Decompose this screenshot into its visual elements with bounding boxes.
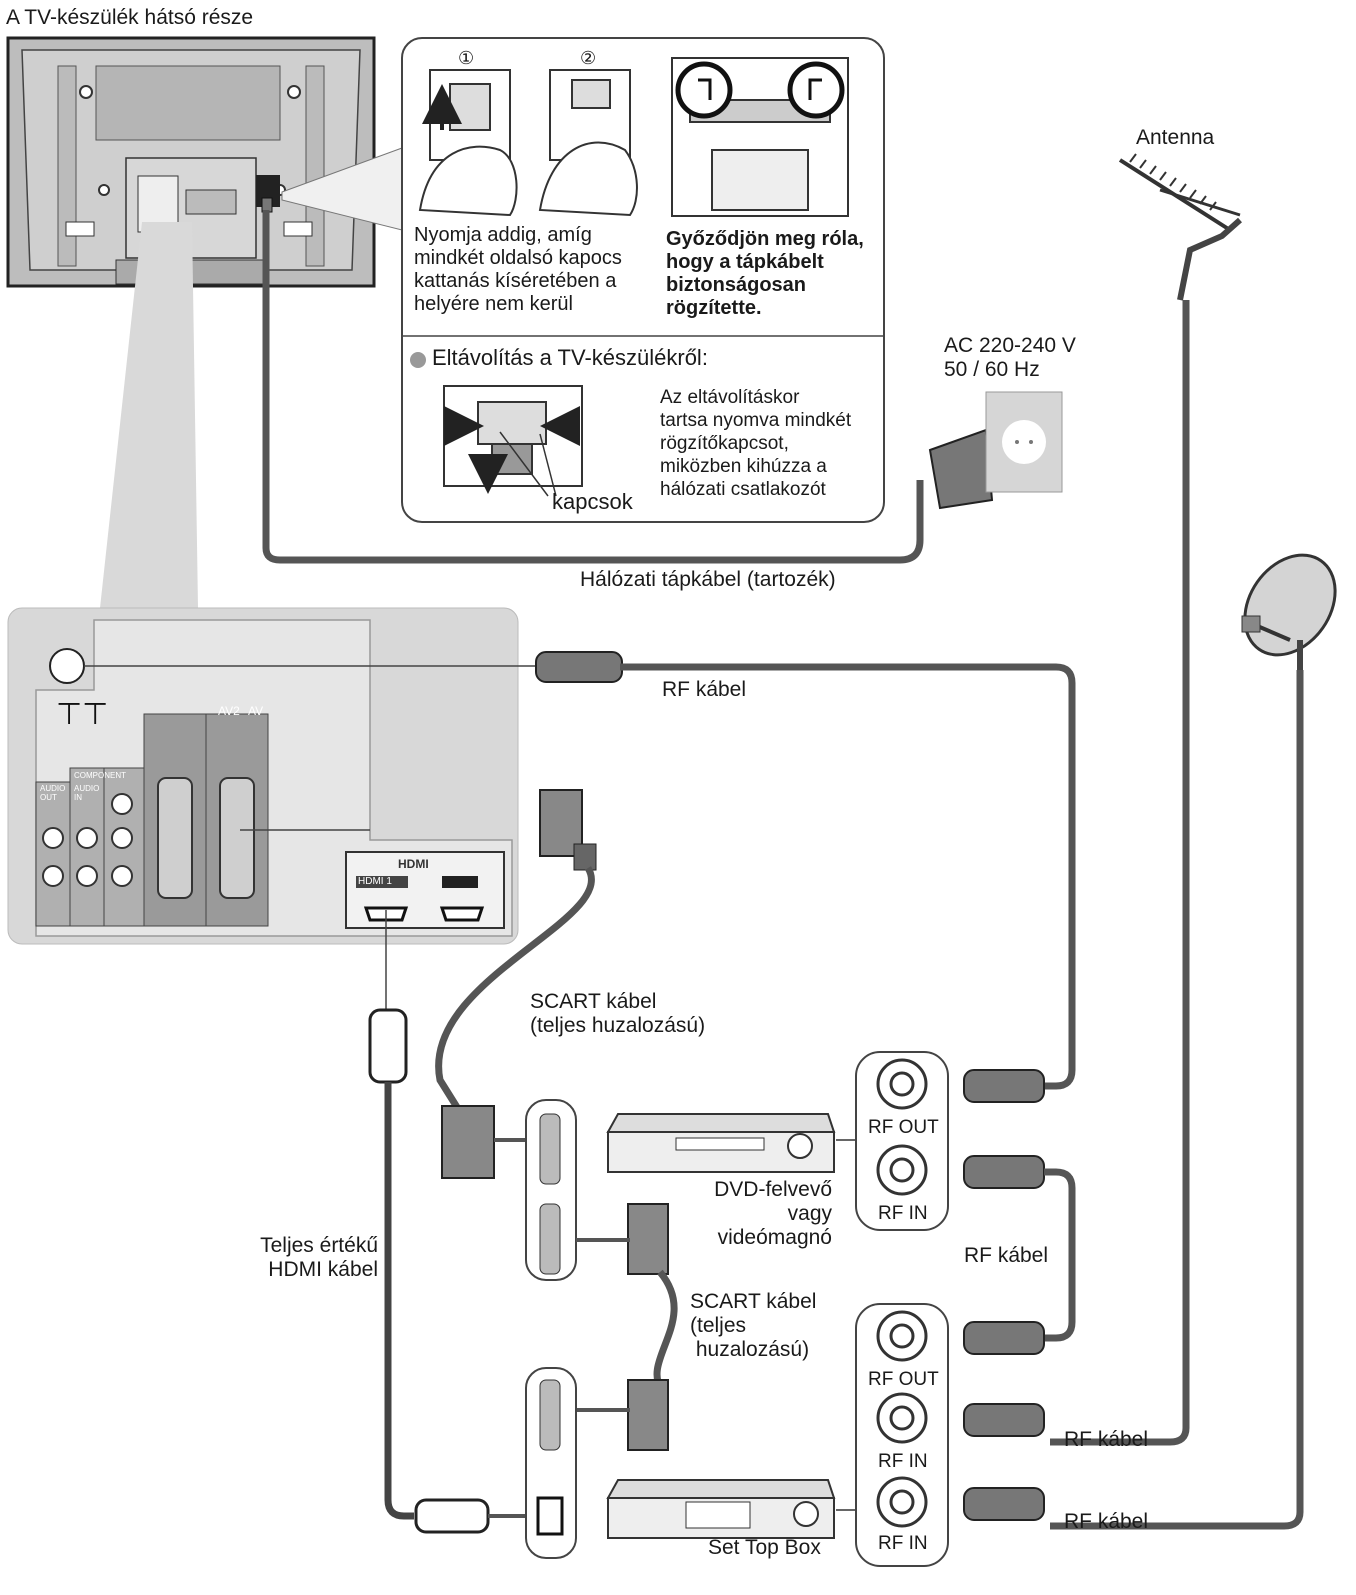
rf-cable-label-top: RF kábel <box>662 678 747 701</box>
scart-plug-top <box>539 789 597 871</box>
antenna-label: Antenna <box>1136 126 1215 149</box>
antenna-illustration <box>1118 153 1242 301</box>
hdmi-cable-label: Teljes értékű HDMI kábel <box>260 1234 378 1281</box>
scart-plug-bottom <box>627 1379 669 1451</box>
dish-rf-cable <box>1050 670 1304 1530</box>
dvd-rf-in-label: RF IN <box>878 1203 928 1224</box>
audio-out-label: AUDIO OUT <box>40 784 66 802</box>
tv-back-illustration <box>6 36 376 288</box>
av1-label: AV <box>248 704 264 718</box>
rf-cable-label-antenna: RF kábel <box>1064 1428 1149 1451</box>
page-title: A TV-készülék hátsó része <box>6 6 254 29</box>
power-cable <box>262 210 924 564</box>
set-top-box-illustration <box>606 1479 836 1539</box>
clip-check-illustration <box>671 57 849 217</box>
scart-cable-2 <box>653 1269 678 1393</box>
hdmi-logo: HDMI <box>398 857 429 871</box>
removal-instruction: Az eltávolításkor tartsa nyomva mindkét … <box>660 387 852 500</box>
rf-cable-label-dish: RF kábel <box>1064 1510 1149 1533</box>
dvd-rf-ports <box>855 1051 949 1231</box>
dvd-rf-out-label: RF OUT <box>868 1117 939 1138</box>
power-plug-illustration <box>928 428 994 510</box>
tv-terminal-panel: ⊤⊤ <box>7 607 519 945</box>
dvd-label: DVD-felvevő vagy videómagnó <box>714 1178 832 1249</box>
step-1-marker: ① <box>458 48 475 68</box>
hdmi-cable <box>384 1082 414 1520</box>
antenna-rf-cable <box>1050 300 1190 1446</box>
stb-rf-in-label-2: RF IN <box>878 1533 928 1554</box>
dvd-recorder-illustration <box>606 1113 836 1173</box>
scart-cable-label-1: SCART kábel (teljes huzalozású) <box>530 990 706 1037</box>
component-label: COMPONENT <box>74 771 126 780</box>
ensure-instruction: Győződjön meg róla, hogy a tápkábelt biz… <box>666 228 864 319</box>
clips-label: kapcsok <box>552 489 633 514</box>
scart-cable-1 <box>435 866 595 1114</box>
hdmi-plug-top <box>368 1008 408 1084</box>
stb-rf-out-label: RF OUT <box>868 1369 939 1390</box>
satellite-dish-illustration <box>1241 553 1337 675</box>
removal-title: Eltávolítás a TV-készülékről: <box>432 345 708 370</box>
svg-text:⊤⊤: ⊤⊤ <box>56 698 108 731</box>
press-instruction: Nyomja addig, amíg mindkét oldalsó kapoc… <box>414 224 622 315</box>
hdmi1-label: HDMI 1 <box>358 876 392 887</box>
step-2-marker: ② <box>580 48 597 68</box>
power-cable-label: Hálózati tápkábel (tartozék) <box>580 568 836 591</box>
stb-label: Set Top Box <box>708 1536 821 1559</box>
dvd-scart-panel <box>525 1099 577 1281</box>
scart-plug-mid <box>627 1203 669 1275</box>
stb-rf-in-label-1: RF IN <box>878 1451 928 1472</box>
zoom-wedge <box>100 222 198 608</box>
rf-cable-dvd-stb <box>1044 1168 1076 1342</box>
stb-rf-ports <box>855 1303 949 1567</box>
remove-plug-illustration <box>410 352 583 497</box>
insert-plug-illustration <box>418 69 638 217</box>
scart-plug-dvd <box>441 1105 495 1179</box>
rf-cable-label-mid: RF kábel <box>964 1244 1049 1267</box>
wall-socket <box>985 391 1063 493</box>
stb-panel <box>525 1367 577 1559</box>
scart-cable-label-2: SCART kábel (teljes huzalozású) <box>690 1290 817 1361</box>
hdmi-plug-stb <box>414 1498 490 1534</box>
av2-label: AV2 <box>218 704 240 718</box>
audio-in-label: AUDIO IN <box>74 784 100 802</box>
voltage-label: AC 220-240 V 50 / 60 Hz <box>944 334 1076 381</box>
